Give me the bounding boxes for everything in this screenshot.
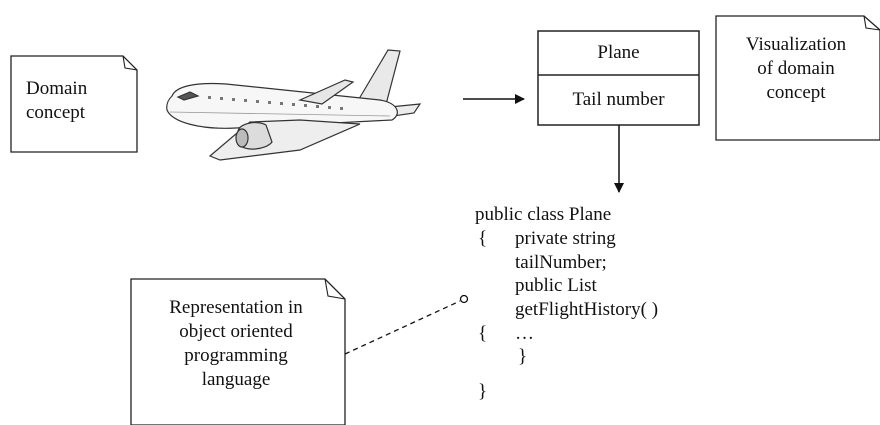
visualization-label: Visualization of domain concept [716, 33, 876, 105]
airplane-illustration [166, 49, 422, 161]
code-line-6: … [515, 323, 534, 344]
connector-anchor-circle [459, 294, 469, 304]
uml-class-attribute: Tail number [572, 89, 665, 110]
representation-label: Representation in object oriented progra… [131, 296, 341, 392]
visualization-line2: of domain [757, 58, 835, 79]
visualization-line3: concept [766, 82, 826, 103]
code-line-7: } [518, 346, 528, 367]
code-line-8: } [478, 381, 488, 402]
domain-concept-line1: Domain [26, 78, 88, 99]
representation-line2: object oriented [179, 321, 293, 342]
visualization-line1: Visualization [745, 34, 847, 55]
representation-line4: language [201, 369, 271, 390]
domain-concept-note [10, 55, 138, 153]
representation-line3: programming [184, 345, 288, 366]
domain-concept-label: Domain concept [14, 77, 136, 125]
code-line-2: private string [515, 228, 616, 249]
uml-class-box [537, 30, 700, 126]
visualization-note [715, 15, 880, 141]
representation-line1: Representation in [169, 297, 303, 318]
dashed-connector [344, 300, 461, 355]
code-line-4: public List [515, 275, 597, 296]
code-brace-method-open: { [478, 323, 488, 344]
representation-note [130, 278, 346, 425]
code-line-5: getFlightHistory( ) [515, 299, 659, 320]
code-line-1: public class Plane [475, 204, 612, 225]
code-line-3: tailNumber; [515, 252, 607, 273]
code-brace-open: { [478, 228, 488, 249]
domain-concept-line2: concept [26, 102, 86, 123]
uml-class-name: Plane [597, 42, 640, 63]
